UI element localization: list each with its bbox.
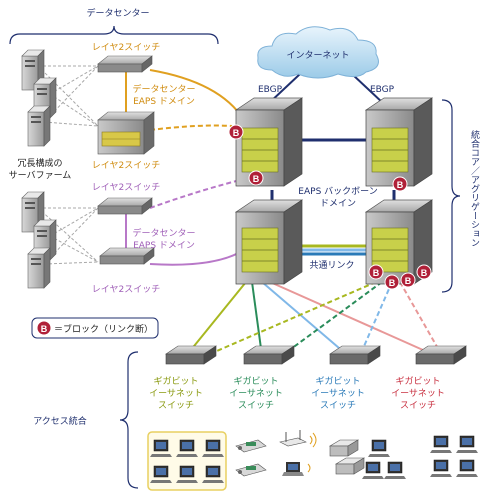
printer-icon <box>334 457 366 475</box>
block-legend-label: ＝ブロック（リンク断） <box>54 323 153 335</box>
l2-switch-box-icon <box>97 111 155 155</box>
access-switch-icon <box>415 345 467 365</box>
l2-switch-label: レイヤ2スイッチ <box>92 284 160 295</box>
shared-link-label: 共通リンク <box>309 260 354 271</box>
svg-text:B: B <box>397 180 404 190</box>
pc-icon <box>176 465 198 483</box>
internet-label: インターネット <box>286 50 349 61</box>
gige-switch-label: ギガビット <box>233 376 278 387</box>
pc-icon <box>150 439 172 457</box>
eaps-backbone-label: EAPS バックボーン <box>298 186 377 197</box>
dc-eaps-domain-label: EAPS ドメイン <box>133 97 195 107</box>
core-switch-icon <box>234 97 304 187</box>
access-switch-icon <box>329 345 381 365</box>
core-switch-icon <box>364 199 434 285</box>
gige-switch-label: イーサネット <box>229 388 283 399</box>
access-integration-label: アクセス統合 <box>33 415 87 427</box>
shared-link <box>296 244 368 256</box>
l2-switch-icon <box>99 247 155 265</box>
access-bracket <box>119 351 139 489</box>
block-badge: B <box>400 272 416 288</box>
server-icon <box>21 191 45 233</box>
svg-text:B: B <box>233 128 240 138</box>
pc-icon <box>430 435 452 453</box>
svg-text:B: B <box>253 174 260 184</box>
server-farm-label: サーバファーム <box>9 170 72 181</box>
server-farm-label: 冗長構成の <box>17 157 62 169</box>
pc-icon <box>202 439 224 457</box>
block-badge: B <box>392 176 408 192</box>
core-switch-icon <box>364 97 434 187</box>
svg-text:B: B <box>373 268 380 278</box>
svg-text:B: B <box>405 276 412 286</box>
pc-icon <box>362 461 384 479</box>
gige-switch-label: イーサネット <box>311 388 365 399</box>
dc-eaps-domain-label: データセンター <box>132 227 195 239</box>
l2-switch-icon <box>97 55 153 73</box>
dc-eaps-domain-label: データセンター <box>132 83 195 95</box>
l2-switch-icon <box>97 197 153 215</box>
block-badge: B <box>248 170 264 186</box>
svg-text:B: B <box>421 268 428 278</box>
gige-switch-label: スイッチ <box>320 400 356 411</box>
access-switch-icon <box>165 345 217 365</box>
pc-icon <box>456 459 478 477</box>
pc-icon <box>176 439 198 457</box>
gige-switch-label: ギガビット <box>153 376 198 387</box>
internet-cloud-icon <box>257 26 379 79</box>
core-aggregation-label: 統合コア／アグリゲーション <box>469 129 480 247</box>
laptop-icon <box>282 462 311 476</box>
server-icon <box>27 247 51 289</box>
pc-icon <box>150 465 172 483</box>
pc-icon <box>368 439 390 457</box>
pc-icon <box>430 459 452 477</box>
svg-text:B: B <box>41 324 48 334</box>
eaps-backbone-label: ドメイン <box>320 199 356 209</box>
block-legend: B ＝ブロック（リンク断） <box>31 317 159 339</box>
ebgp-label: EBGP <box>370 85 395 95</box>
l2-switch-label: レイヤ2スイッチ <box>92 182 160 193</box>
wireless-ap-icon <box>279 430 317 448</box>
l2-switch-label: レイヤ2スイッチ <box>92 160 160 171</box>
block-badge: B <box>368 264 384 280</box>
access-switch-icon <box>243 345 295 365</box>
pc-icon <box>202 465 224 483</box>
ebgp-label: EBGP <box>258 85 283 95</box>
svg-text:B: B <box>389 278 396 288</box>
pc-icon <box>456 435 478 453</box>
datacenter-bracket <box>9 25 219 45</box>
gige-switch-label: ギガビット <box>315 376 360 387</box>
block-badge: B <box>416 264 432 280</box>
gige-switch-label: スイッチ <box>238 400 274 411</box>
gige-switch-label: スイッチ <box>158 400 194 411</box>
block-badge: B <box>228 124 244 140</box>
ip-phone-icon <box>235 439 267 453</box>
core-bracket <box>441 99 461 293</box>
l2-switch-label: レイヤ2スイッチ <box>92 42 160 53</box>
datacenter-label: データセンター <box>86 7 149 19</box>
access-uplinks <box>185 281 441 361</box>
gige-switch-label: イーサネット <box>391 388 445 399</box>
pc-icon <box>384 461 406 479</box>
printer-icon <box>328 439 360 457</box>
ip-phone-icon <box>235 463 267 477</box>
gige-switch-label: ギガビット <box>395 376 440 387</box>
gige-switch-label: スイッチ <box>400 400 436 411</box>
core-switch-icon <box>234 199 304 285</box>
block-badge: B <box>384 274 400 290</box>
dc-eaps-domain-label: EAPS ドメイン <box>133 241 195 251</box>
gige-switch-label: イーサネット <box>149 388 203 399</box>
server-icon <box>27 105 51 147</box>
